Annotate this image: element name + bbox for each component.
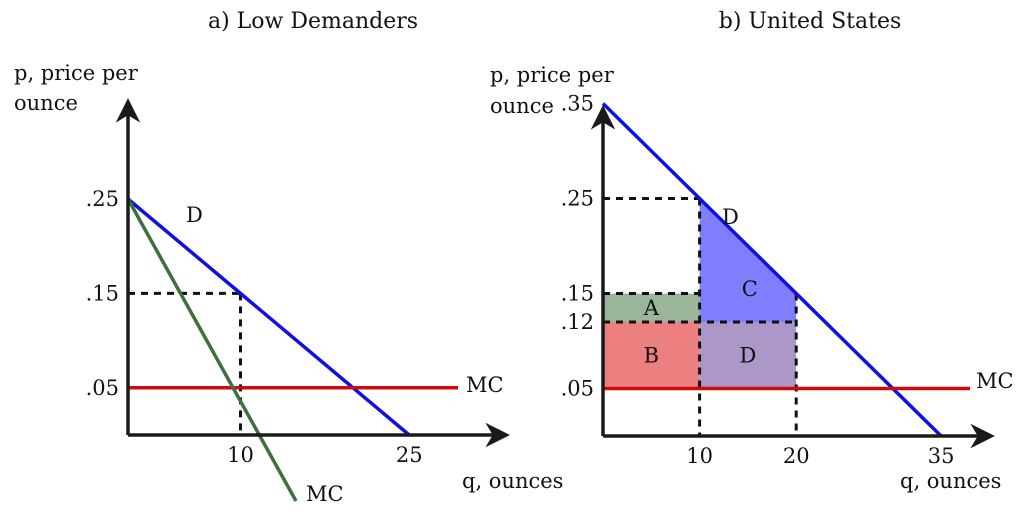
panel-a-xtick-label: 10 <box>227 443 254 467</box>
panel-b-area-c <box>699 198 797 322</box>
panel-b-area-b <box>603 322 700 389</box>
panel-a-ytick-label: .25 <box>86 187 119 211</box>
panel-b-area-label-d: D <box>739 343 756 367</box>
panel-a-title: a) Low Demanders <box>208 9 418 34</box>
panel-b-series-d-0 <box>601 102 943 438</box>
panel-b-area-d <box>699 322 797 389</box>
panel-b-xtick-label: 35 <box>928 444 955 468</box>
panel-united-states: b) United States p, price per ounce q, o… <box>490 9 1014 493</box>
panel-b-xtick-label: 10 <box>686 444 713 468</box>
panel-b-xtick-label: 20 <box>783 444 810 468</box>
panel-b-area-label-a: A <box>643 296 660 320</box>
panel-b-area-a <box>603 293 700 322</box>
panel-b-ylabel-line1: p, price per <box>490 63 615 87</box>
panel-b-area-label-c: C <box>742 277 758 301</box>
panel-b-ytick-label: .25 <box>561 187 594 211</box>
panel-low-demanders: a) Low Demanders p, price per ounce q, o… <box>14 9 563 506</box>
panel-a-mc-label: MC <box>466 373 504 397</box>
panel-b-area-label-b: B <box>644 343 659 367</box>
panel-b-ytick-label: .35 <box>561 92 594 116</box>
panel-b-ylabel-line2: ounce <box>490 94 554 118</box>
panel-b-mc-label: MC <box>976 369 1014 393</box>
panel-a-mc-sloped-label: MC <box>306 482 344 506</box>
panel-a-ytick-label: .05 <box>86 376 119 400</box>
panel-a-ytick-label: .15 <box>86 281 119 305</box>
panel-b-title: b) United States <box>719 9 902 34</box>
panel-b-ytick-label: .15 <box>561 282 594 306</box>
panel-b-ytick-label: .05 <box>561 377 594 401</box>
panel-a-ylabel-line2: ounce <box>14 91 78 115</box>
panel-a-ylabel-line1: p, price per <box>14 61 139 85</box>
panel-a-xlabel: q, ounces <box>462 469 563 493</box>
panel-b-demand-label: D <box>722 205 739 229</box>
panel-b-xlabel: q, ounces <box>900 469 1001 493</box>
panel-b-ytick-label: .12 <box>561 310 594 334</box>
panel-a-xtick-label: 25 <box>396 443 423 467</box>
panel-a-series-mc-2 <box>126 198 298 502</box>
panel-a-demand-label: D <box>186 203 203 227</box>
panel-a-series-d-0 <box>126 197 411 437</box>
